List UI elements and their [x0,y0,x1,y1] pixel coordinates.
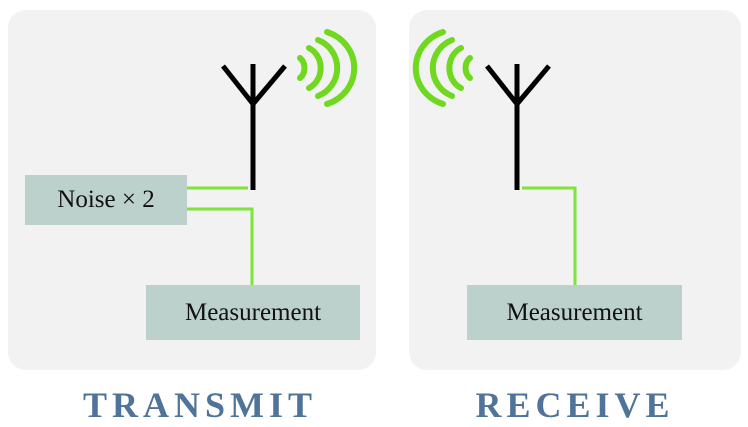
receive-antenna-to-measurement-wire [522,186,577,285]
transmit-measurement-box: Measurement [146,285,360,340]
receive-caption: RECEIVE [475,385,675,425]
receive-measurement-box: Measurement [467,285,682,340]
noise-box: Noise × 2 [25,175,187,225]
transmit-caption: TRANSMIT [82,385,318,425]
receive-signal-waves-icon [412,29,473,107]
transmit-noise-to-measurement-wire [187,207,254,285]
noise-label: Noise × 2 [57,186,155,213]
transmit-signal-waves-icon [297,29,358,107]
receive-measurement-label: Measurement [506,298,643,326]
transmit-antenna-icon [221,64,287,190]
transmit-measurement-label: Measurement [184,298,322,326]
receive-antenna-icon [485,64,551,190]
